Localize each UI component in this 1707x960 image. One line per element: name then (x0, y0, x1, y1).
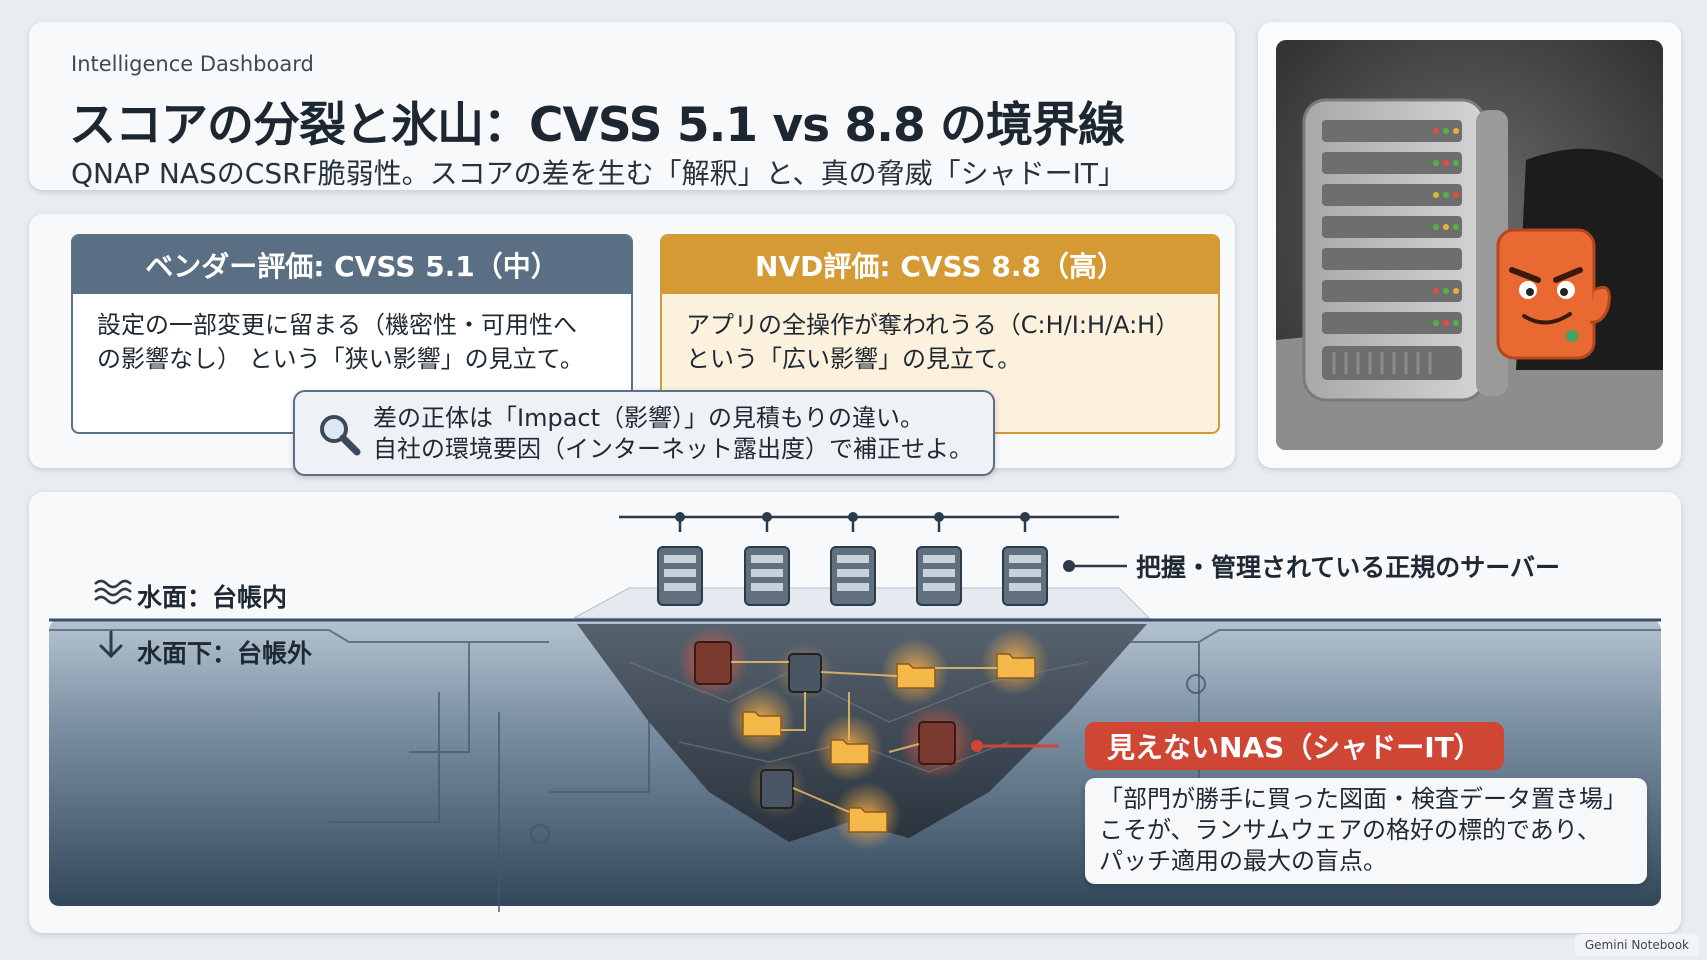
shadow-nas-tag: 見えないNAS（シャドーIT） (1085, 722, 1504, 770)
impact-note-callout: 差の正体は「Impact（影響）」の見積もりの違い。 自社の環境要因（インターネ… (293, 390, 995, 476)
illustration-card (1258, 22, 1681, 468)
vendor-rating-description: 設定の一部変更に留まる（機密性・可用性へ の影響なし） という「狭い影響」の見立… (73, 294, 631, 390)
nvd-rating-description: アプリの全操作が奪われうる（C:H/I:H/A:H） という「広い影響」の見立て… (662, 294, 1218, 390)
impact-note-line: 自社の環境要因（インターネット露出度）で補正せよ。 (373, 435, 973, 463)
nvd-rating-line: という「広い影響」の見立て。 (686, 345, 1022, 373)
managed-server-icons (657, 546, 1048, 606)
managed-servers-label: 把握・管理されている正規のサーバー (1136, 553, 1561, 582)
shadow-nas-line: 「部門が勝手に買った図面・検査データ置き場」 (1099, 785, 1627, 813)
vendor-rating-heading: ベンダー評価: CVSS 5.1（中） (73, 236, 631, 294)
dashboard-kicker: Intelligence Dashboard (71, 52, 314, 76)
shadow-nas-line: こそが、ランサムウェアの格好の標的であり、 (1099, 816, 1601, 844)
waves-icon (94, 579, 132, 605)
magnifier-icon (320, 415, 361, 456)
surface-label: 水面：台帳内 (137, 583, 288, 612)
vendor-rating-line: の影響なし） という「狭い影響」の見立て。 (97, 345, 584, 373)
title-card: Intelligence Dashboard スコアの分裂と氷山：CVSS 5.… (29, 22, 1235, 190)
shadow-nas-description: 「部門が勝手に買った図面・検査データ置き場」 こそが、ランサムウェアの格好の標的… (1085, 778, 1647, 884)
gemini-notebook-badge: Gemini Notebook (1574, 934, 1699, 956)
iceberg-card: 水面：台帳内 水面下：台帳外 把握・管理されている正規のサーバー 見えないNAS… (29, 492, 1681, 933)
page-subtitle: QNAP NASのCSRF脆弱性。スコアの差を生む「解釈」と、真の脅威「シャドー… (71, 157, 1126, 190)
below-surface-label: 水面下：台帳外 (137, 639, 313, 668)
shadow-nas-line: パッチ適用の最大の盲点。 (1099, 847, 1387, 875)
page-title: スコアの分裂と氷山：CVSS 5.1 vs 8.8 の境界線 (69, 98, 1125, 153)
nvd-rating-line: アプリの全操作が奪われうる（C:H/I:H/A:H） (686, 311, 1180, 339)
server-monster-illustration (1276, 40, 1663, 450)
down-arrow-icon (99, 630, 123, 659)
cvss-comparison-card: ベンダー評価: CVSS 5.1（中） 設定の一部変更に留まる（機密性・可用性へ… (29, 214, 1235, 476)
impact-note-text: 差の正体は「Impact（影響）」の見積もりの違い。 自社の環境要因（インターネ… (373, 403, 973, 465)
hidden-asset-icons (677, 626, 1049, 850)
nvd-rating-heading: NVD評価: CVSS 8.8（高） (662, 236, 1218, 294)
vendor-rating-line: 設定の一部変更に留まる（機密性・可用性へ (97, 311, 577, 339)
impact-note-line: 差の正体は「Impact（影響）」の見積もりの違い。 (373, 404, 925, 432)
